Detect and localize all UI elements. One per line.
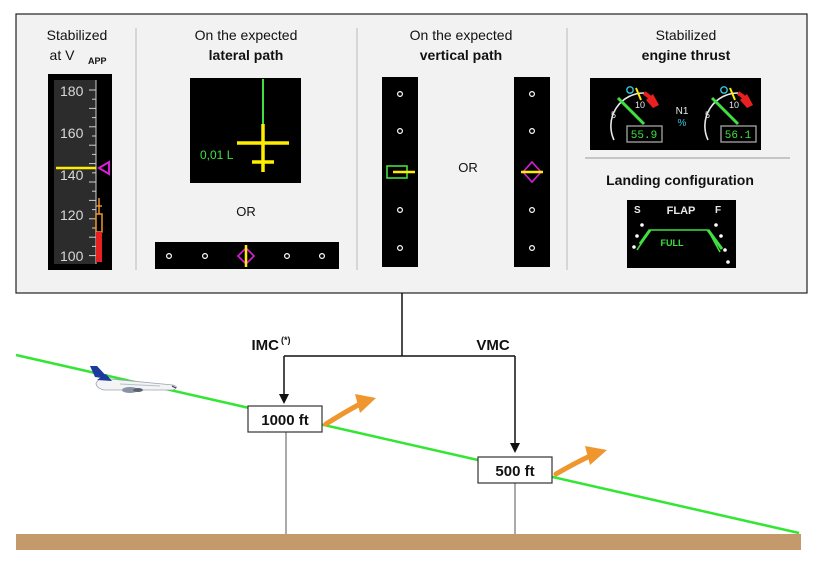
ground	[16, 534, 801, 550]
gate-500ft: 500 ft	[477, 456, 553, 534]
n1-gauge-engine-1: 5 10 55.9	[610, 86, 663, 143]
glideslope-scale-2-dots	[528, 90, 535, 252]
imc-label: IMC	[252, 337, 280, 354]
n1-value-box-engine-2	[720, 125, 757, 143]
vertical-title-line1: On the expected	[410, 27, 513, 43]
speed-tape-scale	[54, 80, 96, 264]
imc-footnote-marker: (*)	[281, 335, 291, 345]
engine-thrust-panel: Stabilized engine thrust 5 10 55.9 N1 %	[590, 27, 761, 150]
lateral-title-line2: lateral path	[209, 47, 284, 63]
engine-title-line1: Stabilized	[656, 27, 717, 43]
flap-position-indicator	[706, 229, 724, 250]
vertical-path-panel: On the expected vertical path OR	[382, 27, 550, 267]
n1-redline-engine-2	[740, 94, 753, 108]
slat-position-indicator	[638, 229, 652, 245]
speed-tick-label: 100	[60, 248, 84, 264]
lateral-scale-dots	[166, 253, 326, 260]
gate-1000ft: 1000 ft	[247, 405, 323, 534]
flap-detent-dots	[632, 223, 730, 264]
vertical-or-label: OR	[458, 160, 478, 175]
n1-value-engine-2: 56.1	[725, 130, 752, 142]
gate-1000ft-label: 1000 ft	[261, 412, 309, 429]
stall-speed-red-band	[96, 232, 102, 262]
speed-tick-marks	[89, 89, 96, 257]
speed-tick-label: 160	[60, 125, 84, 141]
flap-setting-value: FULL	[661, 238, 684, 248]
vertical-title-line2: vertical path	[420, 47, 502, 63]
lateral-title-line1: On the expected	[195, 27, 298, 43]
flap-display	[627, 200, 736, 268]
n1-needle-engine-2	[710, 96, 740, 126]
go-around-arrow-1000ft	[323, 394, 376, 427]
gate-connectors	[279, 293, 520, 453]
n1-unit: %	[678, 118, 687, 129]
nav-display	[190, 78, 301, 183]
n1-gauge-engine-2: 5 10 56.1	[704, 86, 757, 143]
gate-1000ft-box	[247, 405, 323, 433]
flap-f-label: F	[715, 205, 721, 216]
speed-title-line1: Stabilized	[47, 27, 108, 43]
n1-target-engine-2	[720, 86, 728, 94]
engine-title-line2: engine thrust	[642, 47, 731, 63]
n1-target-engine-1	[626, 86, 634, 94]
slat-label: S	[634, 205, 641, 216]
n1-dial-high-engine-1: 10	[635, 100, 645, 110]
lateral-deviation-value: 0,01 L	[200, 148, 234, 162]
speed-tick-label: 140	[60, 167, 84, 183]
n1-dial-low-engine-1: 5	[611, 110, 616, 120]
speed-title-subscript: APP	[88, 56, 107, 66]
flap-label: FLAP	[667, 205, 696, 217]
target-speed-magenta-triangle	[97, 160, 110, 176]
n1-command-engine-1	[635, 87, 642, 101]
n1-value-box-engine-1	[626, 125, 663, 143]
glideslope-deviation-diamond	[521, 160, 543, 184]
landing-title: Landing configuration	[606, 172, 754, 188]
gate-500ft-label: 500 ft	[495, 463, 534, 480]
n1-needle-engine-1	[616, 96, 646, 126]
go-around-arrow-500ft	[553, 446, 607, 477]
speed-title-at: at V	[50, 47, 76, 63]
speed-tick-label: 120	[60, 207, 84, 223]
vmc-label: VMC	[476, 337, 510, 354]
n1-dial-low-engine-2: 5	[705, 110, 710, 120]
n1-dial-high-engine-2: 10	[729, 100, 739, 110]
speed-panel: Stabilized at V APP 180 160 140 120 100	[47, 27, 112, 270]
n1-redline-engine-1	[646, 94, 659, 108]
gate-500ft-box	[477, 456, 553, 484]
n1-value-engine-1: 55.9	[631, 130, 657, 142]
lateral-or-label: OR	[236, 204, 256, 219]
aircraft-icon	[90, 366, 177, 393]
n1-command-engine-2	[729, 87, 736, 101]
lateral-path-panel: On the expected lateral path 0,01 L OR	[155, 27, 339, 269]
speed-tick-label: 180	[60, 83, 84, 99]
landing-configuration-panel: Landing configuration S FLAP F FULL	[606, 172, 754, 268]
n1-label: N1	[676, 106, 689, 117]
glideslope-scale-1-dots	[397, 90, 404, 252]
